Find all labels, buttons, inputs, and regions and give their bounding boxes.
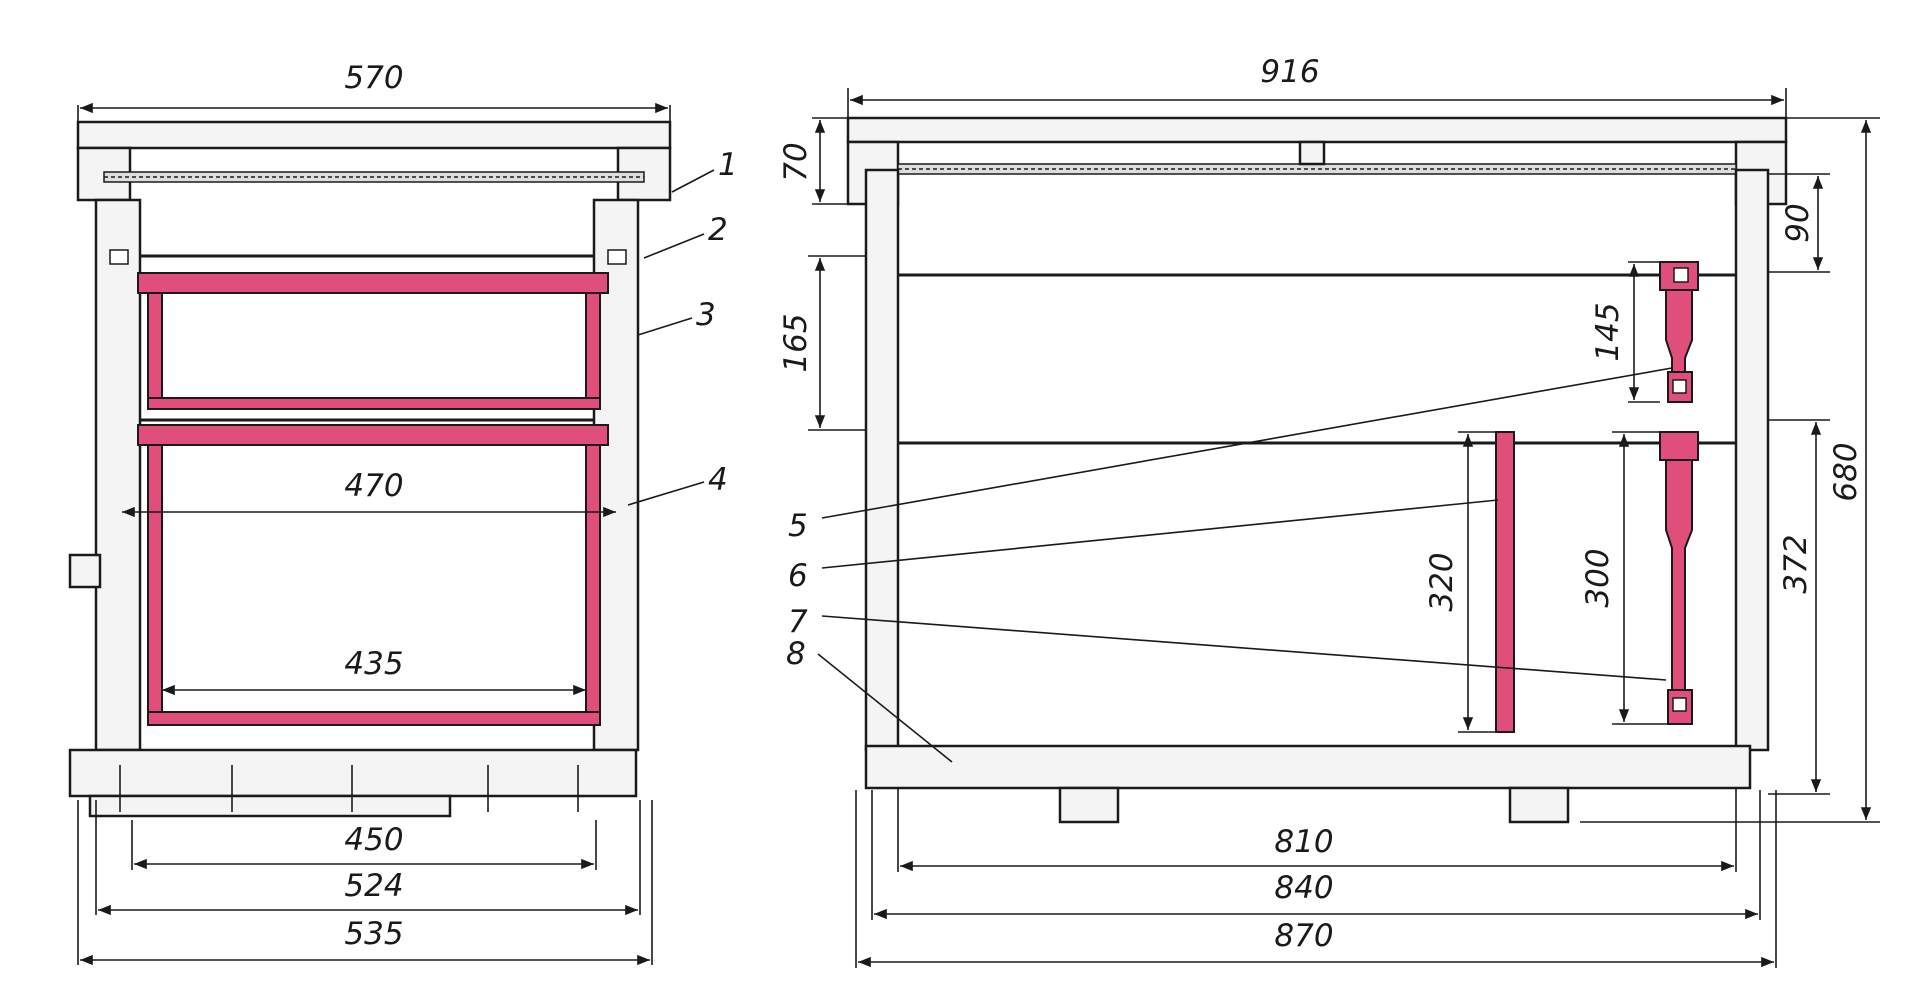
full-frame-top-block: [1659, 431, 1699, 461]
callout-4: 4: [708, 462, 728, 498]
dim-left-top-width: 570: [344, 60, 403, 96]
dim-body-height: 372: [1778, 534, 1814, 593]
left-upper-frame-top-bar: [137, 272, 609, 294]
callout-2: 2: [708, 212, 728, 248]
half-frame-top-square: [1673, 267, 1689, 283]
half-frame-bottom-square: [1672, 379, 1687, 394]
dim-frame-bar-height: 320: [1424, 552, 1460, 611]
left-lower-frame-bottom-bar: [147, 711, 601, 726]
dim-roof-height: 70: [778, 142, 814, 181]
callout-1: 1: [718, 147, 738, 183]
left-roof: [76, 120, 672, 150]
callout-3: 3: [696, 297, 716, 333]
dim-right-bottom-outer: 870: [1274, 918, 1333, 954]
dim-left-bottom-mid: 524: [344, 868, 403, 904]
right-wall-left: [864, 168, 900, 752]
left-wall-notch-right: [607, 249, 627, 265]
callout-6: 6: [788, 558, 808, 594]
right-roof: [846, 116, 1788, 144]
frame-side-bar: [1495, 431, 1515, 733]
left-upper-frame-bottom-bar: [147, 397, 601, 410]
left-view: 570 470 435 450 524 535 1 2 3 4: [68, 60, 738, 966]
dim-full-frame-height: 300: [1580, 548, 1616, 607]
right-roof-centre-block: [1298, 140, 1326, 166]
left-bottom-runner: [88, 794, 452, 818]
left-bottom-board: [68, 748, 638, 798]
dim-left-frame-inner: 470: [344, 468, 403, 504]
left-entrance-block: [68, 553, 102, 589]
right-view: 916 70 165 90 145 320 300: [778, 54, 1880, 968]
left-wall-left: [94, 198, 142, 752]
dim-half-frame-height: 145: [1590, 302, 1626, 361]
half-frame-bottom-block: [1667, 371, 1693, 403]
left-upper-frame-side-right: [585, 292, 601, 406]
dim-right-bottom-mid: 840: [1274, 870, 1333, 906]
callout-5: 5: [788, 508, 808, 544]
dim-left-bottom-inner: 450: [344, 822, 403, 858]
dim-right-bottom-inner: 810: [1274, 824, 1333, 860]
left-lower-frame-side-left: [147, 444, 163, 724]
callout-8: 8: [786, 636, 806, 672]
right-bottom-runner-left: [1058, 786, 1120, 824]
full-frame-stem: [1665, 459, 1693, 723]
right-wall-right: [1734, 168, 1770, 752]
left-lower-frame-side-right: [585, 444, 601, 724]
right-bottom-runner-right: [1508, 786, 1570, 824]
right-bottom-board: [864, 744, 1752, 790]
dim-left-bottom-outer: 535: [344, 916, 403, 952]
full-frame-bottom-square: [1672, 697, 1687, 712]
callout-7: 7: [788, 604, 808, 640]
dim-left-frame-bottom: 435: [344, 646, 403, 682]
dim-right-top-width: 916: [1260, 54, 1319, 90]
dim-total-height: 680: [1828, 442, 1864, 501]
left-lower-frame-top-bar: [137, 424, 609, 446]
left-upper-frame-side-left: [147, 292, 163, 406]
right-inner-cover: [897, 163, 1737, 175]
dim-gap-height: 90: [1780, 203, 1816, 242]
dim-super-height: 165: [778, 313, 814, 372]
left-wall-notch-left: [109, 249, 129, 265]
left-bottom-nails: [119, 765, 579, 812]
